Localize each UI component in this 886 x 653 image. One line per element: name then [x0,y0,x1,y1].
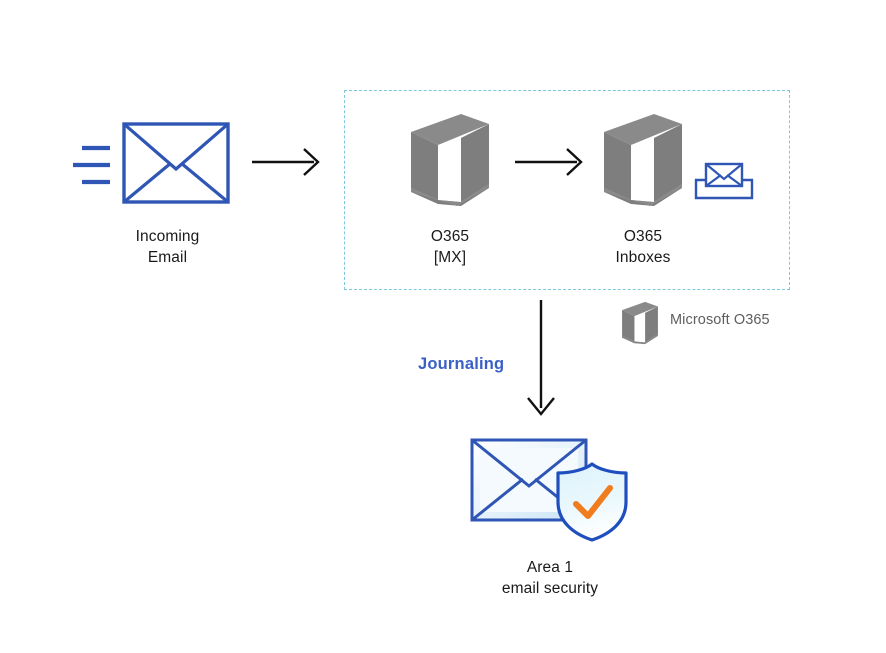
office-icon-inner-page [631,138,654,202]
office-icon-base-wedge [411,184,489,206]
envelope-fold-left [122,161,173,204]
arrow-head-icon [303,148,320,176]
office-365-icon [604,114,682,206]
o365-inboxes-label: O365 Inboxes [615,228,671,266]
edge-incoming-to-mx [252,142,330,182]
office-icon-left-face [411,132,438,200]
shield-body [556,462,628,542]
area1-email-security-node[interactable] [468,432,636,544]
o365-inboxes-tray[interactable] [693,158,755,204]
office-icon-base-wedge [604,184,682,206]
tray-envelope-fold-right [726,174,743,187]
office-icon-inner-page [634,312,646,343]
journaling-edge-label: Journaling [418,355,505,373]
envelope-fold-right [179,161,230,204]
envelope-shield-check-icon [470,438,628,542]
office-icon-right-face [461,124,489,202]
envelope-flap [122,122,230,172]
office-icon-base-wedge [622,334,658,345]
envelope-with-motion-lines-icon [73,122,230,204]
office-icon-inner-page [438,138,461,202]
o365-mx-node[interactable] [405,110,495,210]
envelope-flap [471,438,587,488]
office-icon-left-face [604,132,631,200]
tray-envelope-flap [705,163,743,181]
office-icon-bottom-face [411,184,489,206]
edge-inboxes-to-area1 [518,300,564,420]
tray-envelope-fold-left [705,174,722,187]
o365-inboxes-node[interactable] [598,110,688,210]
legend: Microsoft O365 [618,300,798,346]
incoming-email-label: Incoming Email [135,228,200,266]
office-icon-bottom-face [604,184,682,206]
o365-boundary-group [344,90,790,290]
arrow-head-icon [566,148,583,176]
office-icon-top-face [604,114,682,145]
legend-label: Microsoft O365 [670,312,770,328]
office-icon-left-face [622,310,635,342]
inbox-tray-icon [694,162,754,200]
incoming-email-node[interactable] [70,118,265,218]
office-365-icon [411,114,489,206]
office-icon-right-face [645,306,658,343]
arrow-head-icon [527,397,555,416]
office-icon-top-face [411,114,489,145]
envelope-fold-left [471,477,524,522]
office-icon-top-face [622,301,658,317]
area1-email-security-label: Area 1 email security [501,559,599,597]
office-icon-right-face [654,124,682,202]
o365-mx-label: O365 [MX] [430,228,470,266]
check-icon [573,485,613,519]
edge-mx-to-inboxes [515,142,593,182]
office-icon-bottom-face [622,334,658,345]
office-365-icon [622,301,658,345]
